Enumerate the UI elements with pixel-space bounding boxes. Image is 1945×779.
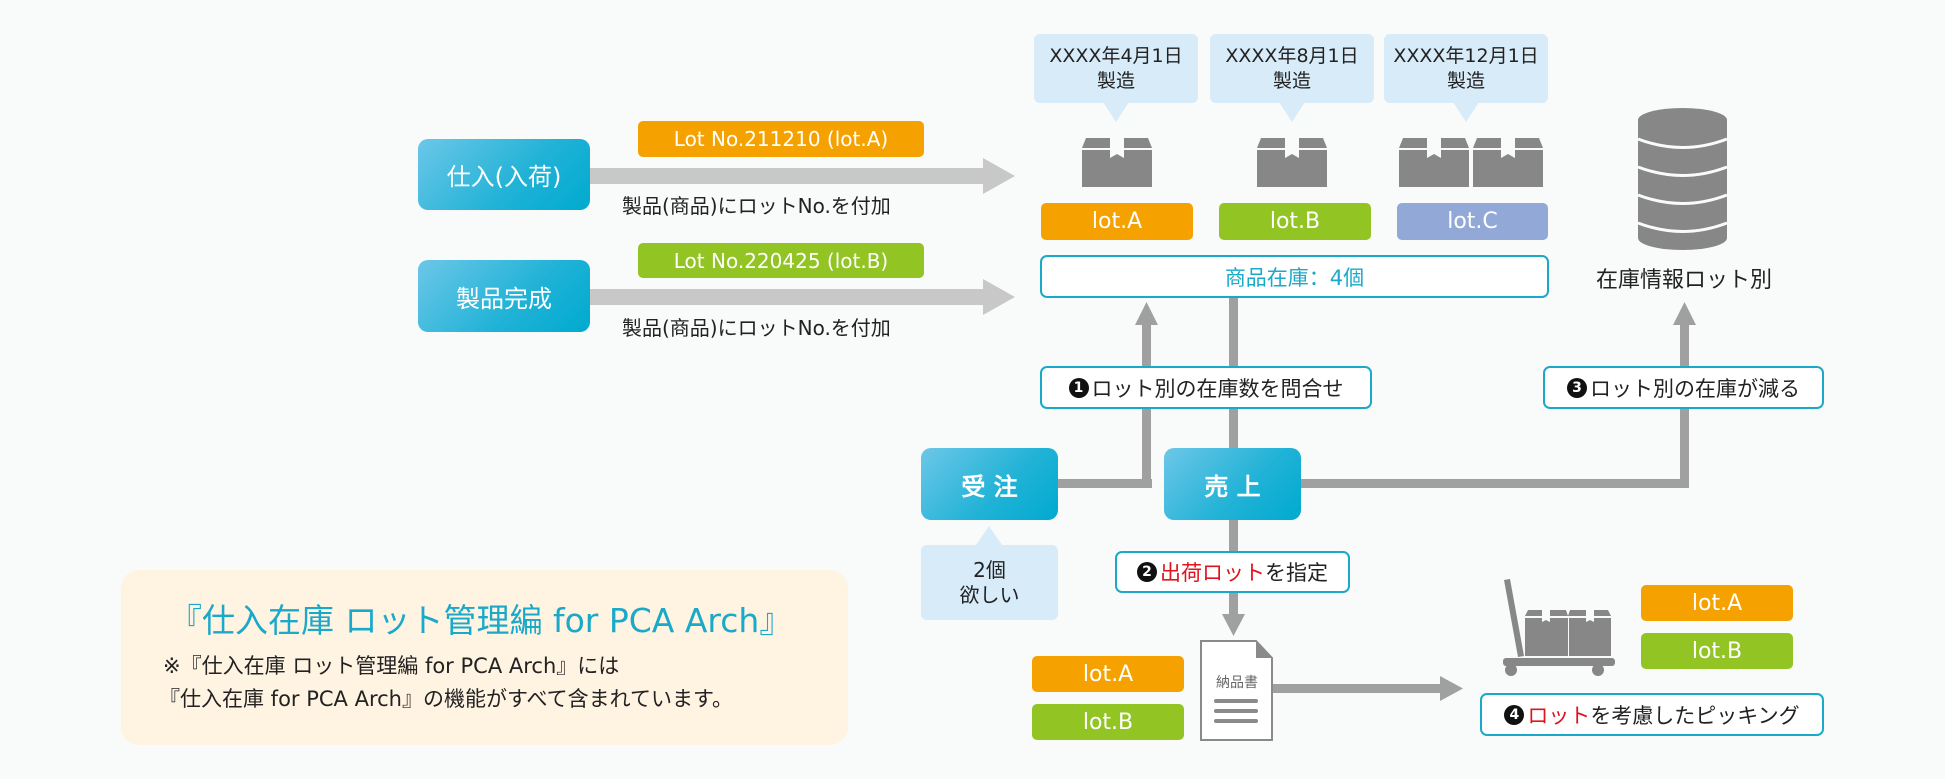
stock-total-box: 商品在庫：4個 [1040, 255, 1549, 298]
order-quantity-bubble: 2個 欲しい [921, 545, 1058, 620]
delivery-note-icon [1200, 640, 1273, 741]
caption-production: 製品(商品)にロットNo.を付加 [622, 316, 891, 340]
lot-badge-b-input: Lot No.220425 (lot.B) [638, 243, 924, 278]
input-arrow-purchase [590, 158, 1015, 194]
manufacture-bubble-c: XXXX年12月1日 製造 [1384, 34, 1548, 103]
lot-a-label: lot.A [1041, 203, 1193, 240]
step2-highlight: 出荷ロット [1160, 561, 1265, 585]
order-node: 受 注 [921, 448, 1058, 520]
manufacture-note: 製造 [1272, 69, 1311, 92]
lot-badge-a-input: Lot No.211210 (lot.A) [638, 121, 924, 157]
arrow-delivery-to-picking [1272, 676, 1463, 701]
delivery-lot-a: lot.A [1032, 656, 1184, 692]
step3-label: 3 ロット別の在庫が減る [1543, 366, 1824, 409]
database-icon [1637, 108, 1728, 250]
step-number-2: 2 [1137, 562, 1157, 582]
picking-lot-a: lot.A [1641, 585, 1793, 621]
manufacture-date: XXXX年12月1日 [1393, 44, 1539, 67]
box-icon [1257, 138, 1327, 187]
box-icon [1473, 138, 1543, 187]
manufacture-date: XXXX年4月1日 [1049, 44, 1183, 67]
info-card-line2: 『仕入在庫 for PCA Arch』の機能がすべて含まれています。 [159, 687, 733, 711]
picking-lot-b: lot.B [1641, 633, 1793, 669]
step1-text: ロット別の在庫数を問合せ [1091, 376, 1344, 401]
manufacture-bubble-b: XXXX年8月1日 製造 [1210, 34, 1374, 103]
step4-highlight: ロット [1527, 703, 1591, 728]
purchase-receiving-node: 仕入(入荷) [418, 139, 590, 210]
product-completion-node: 製品完成 [418, 260, 590, 332]
step-number-3: 3 [1567, 377, 1587, 398]
box-icon [1082, 138, 1152, 187]
step4-label: 4 ロット を考慮したピッキング [1480, 693, 1824, 736]
step1-label: 1 ロット別の在庫数を問合せ [1040, 366, 1372, 409]
database-label: 在庫情報ロット別 [1595, 268, 1772, 293]
step4-text: を考慮したピッキング [1590, 703, 1800, 728]
step-number-4: 4 [1504, 704, 1525, 725]
info-card-title: 『仕入在庫 ロット管理編 for PCA Arch』 [169, 601, 793, 640]
step3-text: ロット別の在庫が減る [1590, 376, 1800, 401]
sales-node: 売 上 [1164, 448, 1301, 520]
delivery-lot-b: lot.B [1032, 704, 1184, 740]
manufacture-note: 製造 [1446, 69, 1485, 92]
input-arrow-production [590, 279, 1015, 315]
manufacture-bubble-a: XXXX年4月1日 製造 [1034, 34, 1198, 103]
caption-purchase: 製品(商品)にロットNo.を付加 [622, 194, 891, 218]
info-card-line1: ※『仕入在庫 ロット管理編 for PCA Arch』には [163, 654, 620, 678]
cart-icon [1503, 579, 1615, 676]
step2-text: を指定 [1265, 561, 1328, 585]
lot-c-label: lot.C [1397, 203, 1548, 240]
delivery-note-label: 納品書 [1216, 675, 1258, 691]
manufacture-date: XXXX年8月1日 [1225, 44, 1359, 67]
order-note: 欲しい [959, 582, 1020, 607]
manufacture-note: 製造 [1096, 69, 1135, 92]
info-card: 『仕入在庫 ロット管理編 for PCA Arch』 ※『仕入在庫 ロット管理編… [121, 570, 848, 745]
box-icon [1399, 138, 1469, 187]
step2-label: 2 出荷ロット を指定 [1115, 551, 1350, 593]
order-quantity: 2個 [973, 557, 1006, 582]
step-number-1: 1 [1068, 377, 1089, 398]
lot-b-label: lot.B [1219, 203, 1371, 240]
